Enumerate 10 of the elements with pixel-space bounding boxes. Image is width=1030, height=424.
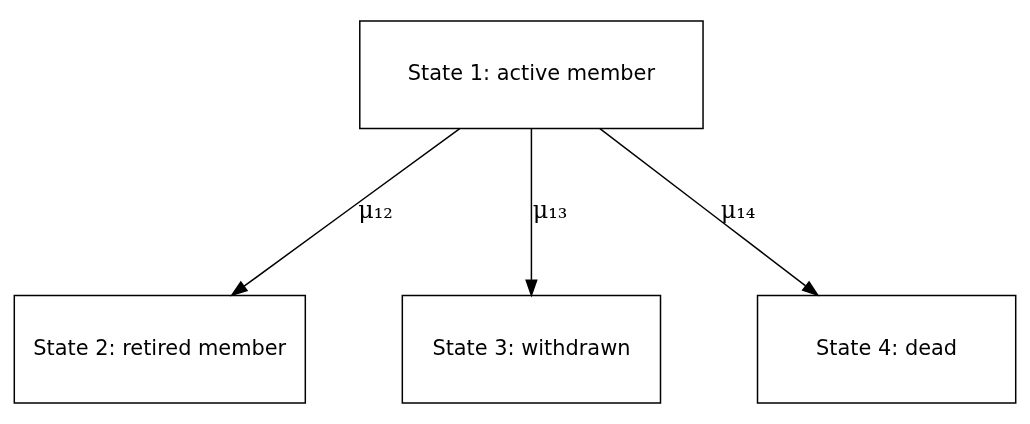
node-box: State 3: withdrawn bbox=[401, 294, 662, 404]
node-box: State 1: active member bbox=[359, 20, 704, 130]
node-box: State 2: retired member bbox=[13, 294, 307, 404]
edge-label: μ₁₂ bbox=[358, 195, 393, 224]
node-box: State 4: dead bbox=[756, 294, 1017, 404]
arrow bbox=[525, 127, 538, 298]
edge-label: μ₁₄ bbox=[720, 195, 756, 224]
arrow bbox=[230, 127, 461, 297]
edge-label: μ₁₃ bbox=[532, 195, 568, 224]
arrow bbox=[599, 127, 820, 297]
